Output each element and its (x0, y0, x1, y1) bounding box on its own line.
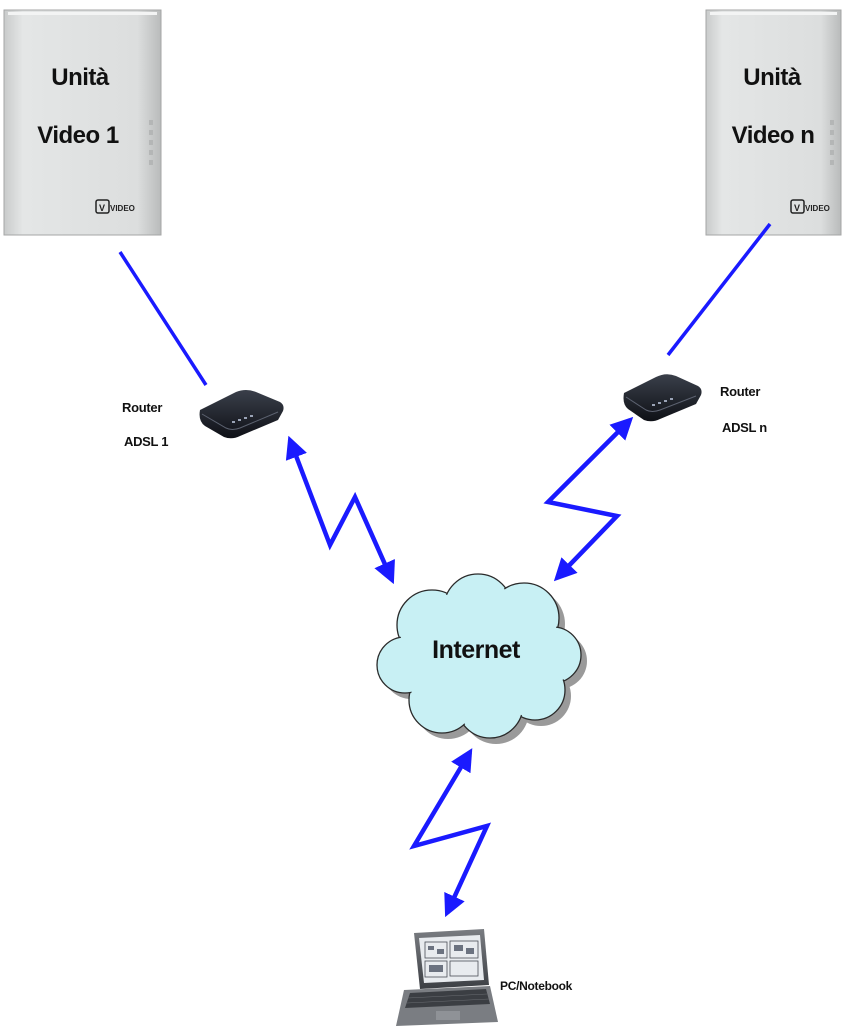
svg-text:VIDEO: VIDEO (805, 204, 830, 213)
laptop-icon (396, 929, 498, 1026)
link-routern-internet (543, 416, 634, 582)
video-logo-icon: V VIDEO (790, 199, 830, 214)
unit-1-title-line2: Video 1 (37, 122, 119, 149)
router-icon (199, 390, 284, 439)
video-unit-icon: V VIDEO (3, 9, 162, 236)
cable-unit1-router1 (118, 251, 208, 386)
pc-notebook-label: PC/Notebook (500, 979, 573, 993)
video-unit-n: V VIDEO Unità Video n (705, 9, 842, 236)
router-icon (623, 374, 702, 422)
router-1-label-line1: Router (122, 400, 162, 415)
link-internet-pc (409, 748, 492, 918)
link-router1-internet (285, 435, 395, 585)
video-logo-icon: V VIDEO (95, 199, 135, 214)
unit-1-title-line1: Unità (51, 64, 110, 91)
pc-notebook: PC/Notebook (396, 929, 573, 1026)
video-unit-1: V VIDEO Unità Video 1 (3, 9, 162, 236)
svg-text:V: V (99, 203, 105, 213)
internet-cloud: Internet (376, 573, 587, 744)
router-n-label-line2: ADSL n (722, 420, 767, 435)
router-n-label-line1: Router (720, 384, 760, 399)
cable-unitn-routern (666, 222, 772, 357)
internet-cloud-icon (376, 573, 587, 744)
router-n: Router ADSL n (623, 374, 768, 435)
unit-n-title-line2: Video n (732, 122, 815, 149)
svg-text:V: V (794, 203, 800, 213)
video-unit-icon: V VIDEO (705, 9, 842, 236)
unit-n-title-line1: Unità (743, 64, 802, 91)
router-1: Router ADSL 1 (122, 390, 284, 449)
router-1-label-line2: ADSL 1 (124, 434, 168, 449)
internet-label: Internet (432, 636, 521, 664)
svg-text:VIDEO: VIDEO (110, 204, 135, 213)
